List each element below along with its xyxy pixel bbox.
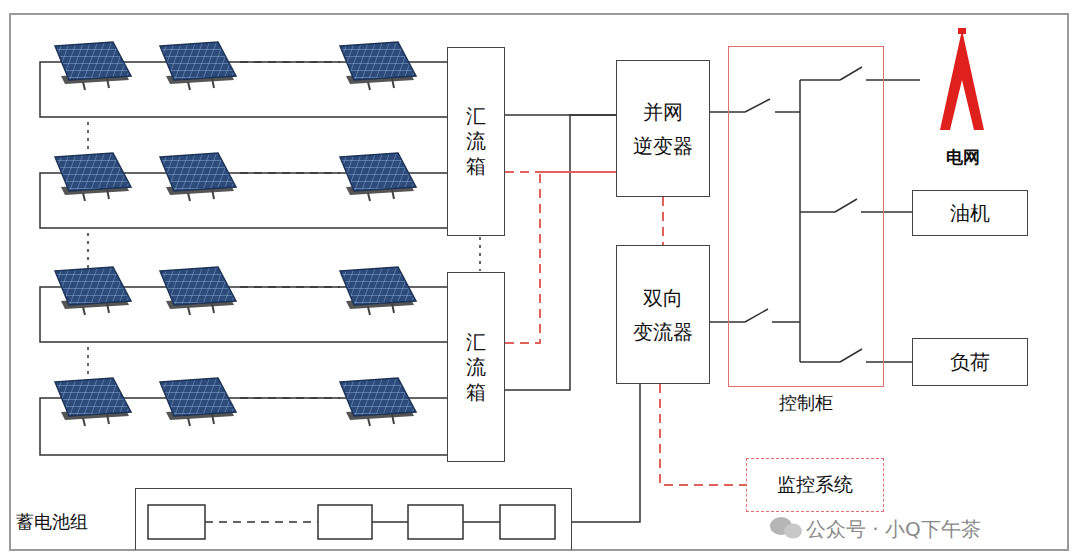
signal-line — [663, 197, 664, 245]
power-line — [572, 384, 640, 522]
combiner-box: 汇流箱 — [447, 272, 505, 462]
combiner-box: 汇流箱 — [447, 47, 505, 236]
node-label: 控制柜 — [729, 392, 883, 415]
generator-box: 油机 — [912, 190, 1028, 236]
node-label: 电网 — [920, 147, 1005, 168]
power-line — [884, 212, 912, 213]
node-label: 汇流箱 — [466, 104, 486, 179]
signal-line — [505, 172, 616, 343]
monitor-box: 监控系统 — [746, 458, 884, 512]
power-line — [884, 80, 920, 81]
power-grid: 电网 — [920, 28, 1005, 168]
power-line — [505, 115, 616, 390]
load-box: 负荷 — [912, 338, 1028, 386]
node-label: 油机 — [938, 196, 1002, 230]
node-label: 监控系统 — [777, 473, 853, 497]
node-label: 双向 变流器 — [631, 281, 695, 349]
node-label: 汇流箱 — [466, 330, 486, 405]
power-line — [710, 112, 728, 113]
node-label: 负荷 — [938, 345, 1002, 379]
control-cabinet: 控制柜 — [728, 46, 884, 387]
power-line — [884, 362, 912, 363]
watermark: 公众号 · 小Q下午茶 — [806, 516, 981, 543]
battery-bank: 蓄电池组 — [135, 488, 572, 550]
power-line — [710, 322, 728, 323]
grid-inverter-box: 并网 逆变器 — [616, 60, 710, 197]
bidirectional-converter-box: 双向 变流器 — [616, 245, 710, 384]
node-label: 蓄电池组 — [16, 511, 88, 534]
node-label: 并网 逆变器 — [631, 95, 695, 163]
signal-line — [660, 384, 746, 485]
